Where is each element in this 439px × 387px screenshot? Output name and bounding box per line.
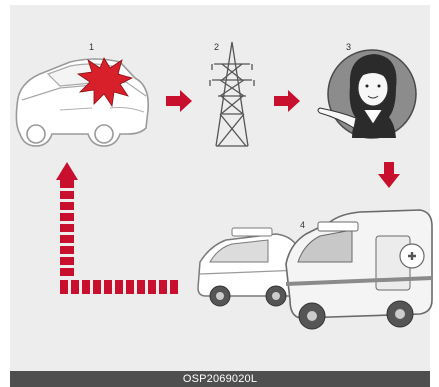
- step-number-1: 1: [89, 42, 94, 52]
- return-arrow: [56, 162, 178, 294]
- arrow-right-1: [166, 90, 192, 112]
- step-number-4: 4: [300, 220, 305, 230]
- operator-icon: [318, 50, 416, 138]
- step-number-2: 2: [214, 42, 219, 52]
- arrow-right-2: [274, 90, 300, 112]
- transmission-tower-icon: [210, 42, 254, 146]
- step-number-3: 3: [346, 42, 351, 52]
- ambulance-icon: [286, 210, 432, 329]
- arrow-down: [378, 162, 400, 188]
- crashed-car-icon: [16, 59, 148, 146]
- figure-code: OSP2069020L: [10, 371, 430, 387]
